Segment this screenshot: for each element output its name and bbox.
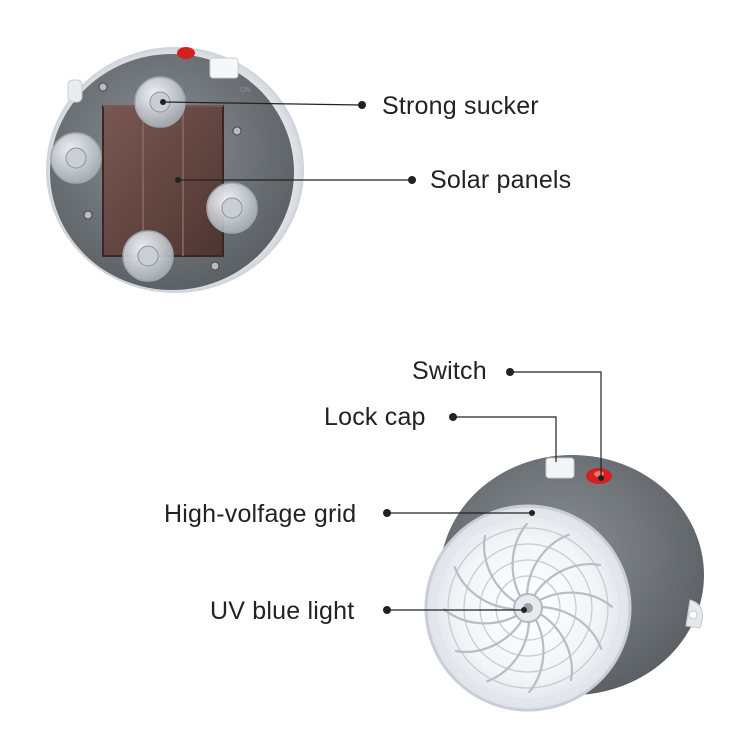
switch-red-icon [177,47,195,59]
device-back-view: ON [46,47,304,293]
front-lock-cap [545,457,575,479]
leader-strong-sucker [160,99,366,109]
suction-cup-right [206,182,258,234]
label-uv-blue-light: UV blue light [210,597,355,625]
high-voltage-grid [447,527,609,689]
label-solar-panels: Solar panels [430,166,572,194]
label-switch: Switch [412,357,487,385]
label-strong-sucker: Strong sucker [382,92,539,120]
leader-uv-blue-light [383,606,527,614]
leader-switch [506,368,604,481]
device-front-view [424,455,704,712]
label-lock-cap: Lock cap [324,403,426,431]
lock-cap-block [209,57,239,79]
leader-high-voltage-grid [383,509,535,517]
svg-text:ON: ON [240,87,251,94]
solar-panel [102,105,224,257]
suction-cup-left [50,132,102,184]
suction-cup-bottom [122,230,174,282]
leader-solar-panels [175,176,416,184]
leader-lock-cap [449,413,557,462]
label-high-voltage-grid: High-volfage grid [164,500,357,528]
